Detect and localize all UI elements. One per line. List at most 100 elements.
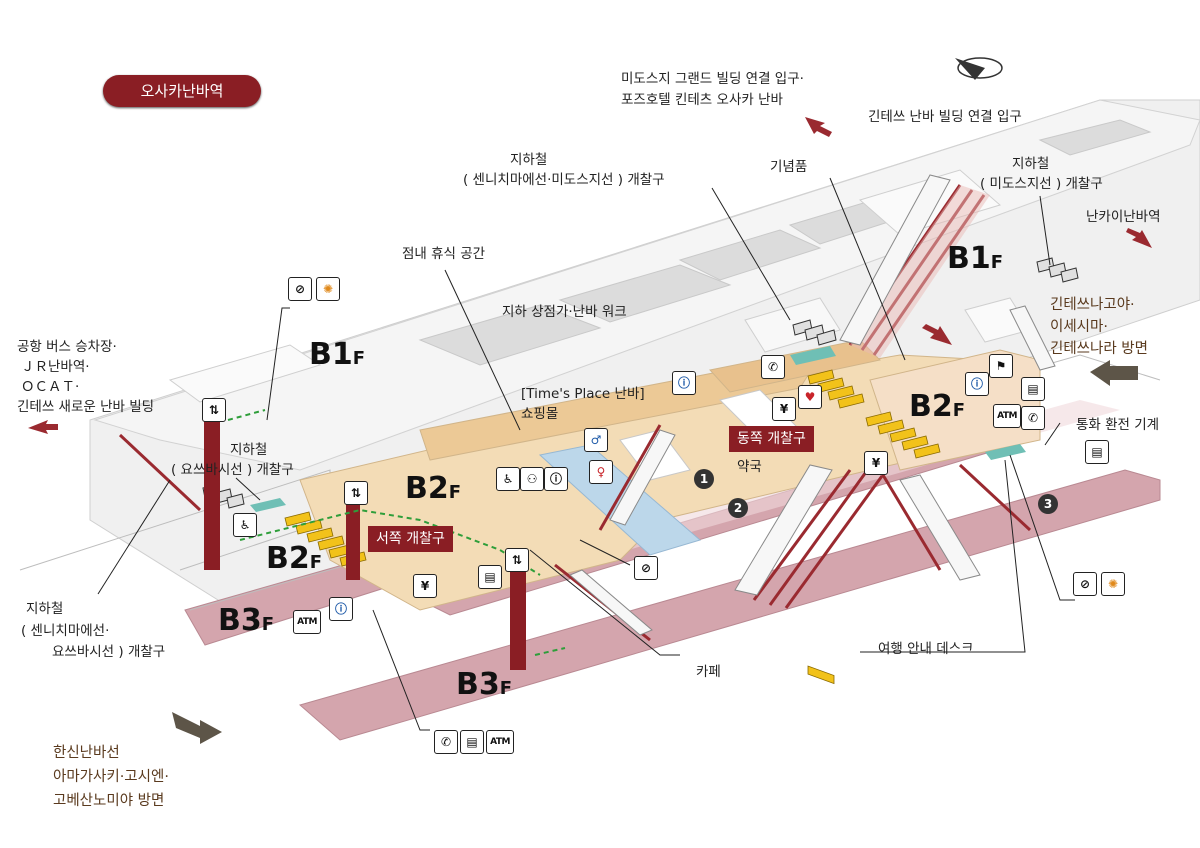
toilet-male-icon: ♂ (584, 428, 608, 452)
elevator-icon: ⇅ (202, 398, 226, 422)
label-airport-bus-4: 긴테쓰 새로운 난바 빌딩 (17, 399, 155, 415)
label-fortune-hotel: 포즈호텔 킨테츠 오사카 난바 (621, 92, 783, 108)
label-nankai: 난카이난바역 (1086, 209, 1161, 225)
aed-icon: ♥ (798, 385, 822, 409)
atm-icon: ATM (486, 730, 514, 754)
floor-b1-left: B1F (309, 340, 365, 374)
label-rest-space: 점내 휴식 공간 (402, 246, 486, 262)
floor-suffix: F (448, 482, 462, 503)
label-subway-senni-mido-1: 지하철 (510, 152, 548, 168)
label-subway-mido-1: 지하철 (1012, 156, 1050, 172)
direction-hanshin-2: 아마가사키·고시엔· (53, 769, 169, 785)
floor-b2-center: B2F (405, 474, 461, 508)
yen-icon: ¥ (772, 397, 796, 421)
accessible-route (239, 508, 541, 576)
direction-nagoya-2: 이세시마· (1050, 319, 1108, 335)
label-kintetsu-namba-bldg: 긴테쓰 난바 빌딩 연결 입구 (868, 109, 1022, 125)
b1-block (558, 264, 732, 323)
platform-number-1: 1 (694, 469, 714, 489)
smoking-icon: ⊘ (288, 277, 312, 301)
direction-hanshin-1: 한신난바선 (53, 745, 120, 761)
label-midosuji-grand: 미도스지 그랜드 빌딩 연결 입구· (621, 71, 804, 87)
locker-icon: ⓘ (965, 372, 989, 396)
label-cafe: 카페 (696, 664, 721, 680)
east-ticket-gates (807, 665, 835, 685)
floor-suffix: F (352, 348, 366, 369)
label-airport-bus-3: ＯＣＡＴ· (21, 379, 80, 395)
label-airport-bus-1: 공항 버스 승차장· (17, 339, 117, 355)
platform-number-3: 3 (1038, 494, 1058, 514)
b1-block (418, 304, 602, 366)
baby-room-icon: ⚇ (520, 467, 544, 491)
yen-icon: ¥ (864, 451, 888, 475)
station-title-badge: 오사카난바역 (103, 75, 261, 107)
label-subway-mido-2: ( 미도스지선 ) 개찰구 (980, 176, 1103, 192)
locker-icon: ⓘ (329, 597, 353, 621)
currency-exchange-icon: ▤ (1021, 377, 1045, 401)
smoking-icon: ⊘ (634, 556, 658, 580)
label-souvenir: 기념품 (770, 159, 808, 175)
coin-locker-icon: ▤ (460, 730, 484, 754)
flag-icon: ⚑ (989, 354, 1013, 378)
accessible-icon: ♿ (233, 513, 257, 537)
toilet-female-icon: ♀ (589, 460, 613, 484)
floor-suffix: F (952, 400, 966, 421)
floor-suffix: F (261, 614, 275, 635)
b2-teal-counter (790, 346, 836, 365)
floor-b3-left: B3F (218, 606, 274, 640)
b2-concourse-shop (709, 339, 882, 393)
direction-nagoya-1: 긴테쓰나고야· (1050, 297, 1135, 313)
currency-exchange-icon: ▤ (1085, 440, 1109, 464)
floor-b3-left-text: B3 (218, 603, 262, 638)
stairs (569, 174, 1056, 636)
atm-icon: ATM (293, 610, 321, 634)
yen-icon: ¥ (413, 574, 437, 598)
label-subway-senni-mido-2: ( 센니치마에선·미도스지선 ) 개찰구 (463, 172, 665, 188)
arrow-hanshin (172, 712, 222, 744)
phone-icon: ✆ (434, 730, 458, 754)
nursing-icon: ⓘ (544, 467, 568, 491)
accessible-toilet-icon: ♿ (496, 467, 520, 491)
label-subway-yotsu-2: ( 요쓰바시선 ) 개찰구 (171, 462, 294, 478)
floor-suffix: F (309, 552, 323, 573)
elevator-icon: ⇅ (344, 481, 368, 505)
label-airport-bus-2: ＪＲ난바역· (21, 359, 90, 375)
label-subway-senni-yotsu-2: ( 센니치마에선· (21, 623, 110, 639)
arrow-airport (28, 420, 58, 434)
direction-nagoya-3: 긴테쓰나라 방면 (1050, 341, 1148, 357)
atm-icon: ATM (993, 404, 1021, 428)
floor-suffix: F (499, 678, 513, 699)
west-gate-badge: 서쪽 개찰구 (368, 526, 453, 552)
label-tourist-desk: 여행 안내 데스크 (878, 641, 974, 657)
floor-suffix: F (990, 252, 1004, 273)
elevator-icon: ⇅ (505, 548, 529, 572)
label-subway-senni-yotsu-1: 지하철 (26, 601, 64, 617)
direction-hanshin-3: 고베산노미야 방면 (53, 793, 165, 809)
arrow-midosuji-grand (805, 117, 832, 137)
label-subway-senni-yotsu-3: 요쓰바시선 ) 개찰구 (52, 644, 166, 660)
east-gate-badge: 동쪽 개찰구 (729, 426, 814, 452)
floor-b1-left-text: B1 (309, 337, 353, 372)
floor-b2-right-text: B2 (909, 389, 953, 424)
floor-b1-right: B1F (947, 244, 1003, 278)
floor-b2-right: B2F (909, 392, 965, 426)
b1-block (678, 229, 822, 281)
floor-b1-right-text: B1 (947, 241, 991, 276)
floor-b2-left-text: B2 (266, 541, 310, 576)
label-underground-mall: 지하 상점가·난바 워크 (502, 304, 627, 320)
b2-teal-counter (250, 498, 286, 512)
floor-b2-left: B2F (266, 544, 322, 578)
phone-icon: ✆ (761, 355, 785, 379)
b1-block (168, 344, 322, 403)
locker-icon: ⓘ (672, 371, 696, 395)
platform-number-2: 2 (728, 498, 748, 518)
b2-blue-corridor (538, 444, 702, 556)
floor-b2-center-text: B2 (405, 471, 449, 506)
leader-lines (97, 177, 1075, 731)
arrow-nagoya (1090, 360, 1138, 386)
compass-icon (955, 57, 1003, 80)
label-times-place-2: 쇼핑몰 (521, 406, 559, 422)
arrow-souvenir (922, 324, 952, 345)
east-ticket-gates (807, 369, 941, 459)
